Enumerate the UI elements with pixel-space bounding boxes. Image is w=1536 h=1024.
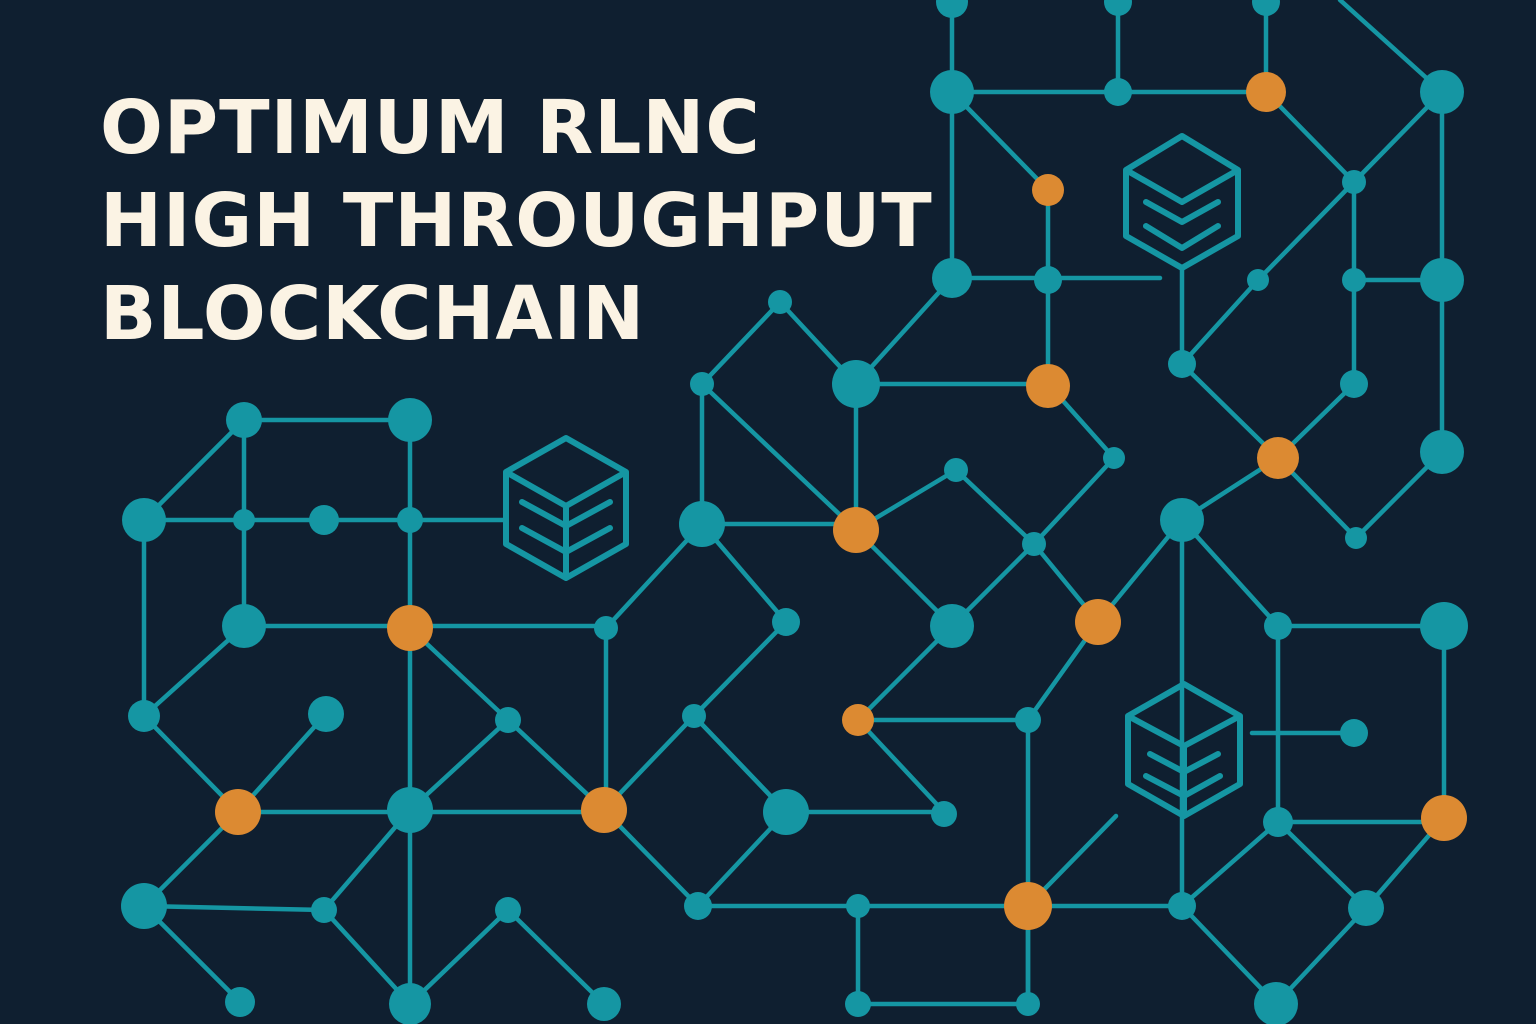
network-nodes	[121, 0, 1468, 1024]
headline-line-1: OPTIMUM RLNC	[100, 85, 761, 171]
headline-line-2: HIGH THROUGHPUT	[100, 178, 933, 264]
headline: OPTIMUM RLNC HIGH THROUGHPUT BLOCKCHAIN	[100, 82, 933, 361]
network-edges	[140, 0, 1447, 1008]
block-cube-icon	[1123, 133, 1241, 271]
block-cube-icon	[503, 435, 629, 581]
headline-line-3: BLOCKCHAIN	[100, 271, 646, 357]
block-cube-icon	[1125, 681, 1243, 819]
